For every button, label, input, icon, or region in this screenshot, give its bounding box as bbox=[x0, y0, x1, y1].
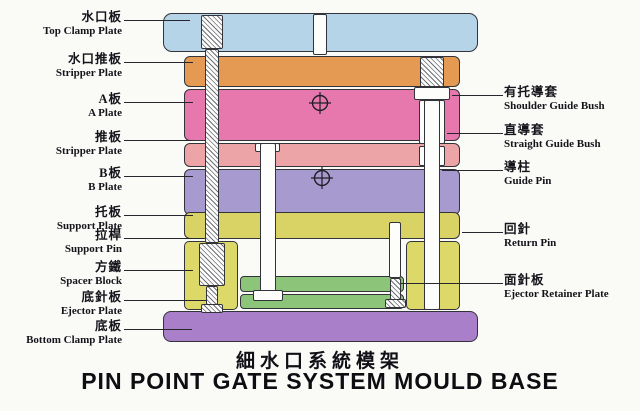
leader-b-plate bbox=[124, 176, 193, 178]
title-chinese: 細水口系統模架 bbox=[235, 351, 404, 372]
center-pin-shaft bbox=[260, 143, 276, 293]
leader-a-plate bbox=[124, 102, 193, 104]
label-support-pin: 拉桿 Support Pin bbox=[2, 228, 122, 256]
label-en: Bottom Clamp Plate bbox=[26, 334, 122, 346]
label-support-plate: 托板 Support Plate bbox=[2, 205, 122, 233]
label-cn: B板 bbox=[99, 166, 122, 180]
support-pin-bolt bbox=[206, 286, 218, 305]
leader-support-pin bbox=[124, 238, 204, 240]
label-cn: 水口推板 bbox=[67, 52, 122, 66]
label-en: Guide Pin bbox=[504, 175, 552, 187]
label-en: Top Clamp Plate bbox=[42, 25, 122, 37]
leader-guide-pin bbox=[442, 170, 503, 172]
label-cn: 面針板 bbox=[504, 273, 545, 287]
return-pin bbox=[389, 222, 401, 278]
label-cn: 方鐵 bbox=[94, 260, 122, 274]
support-pin-shaft bbox=[205, 49, 219, 243]
label-en: B Plate bbox=[88, 181, 122, 193]
label-cn: 底板 bbox=[94, 319, 122, 333]
label-guide-pin: 導柱 Guide Pin bbox=[504, 160, 638, 188]
leader-stripper-plate-mid bbox=[124, 140, 193, 142]
label-shoulder-guide-bush: 有托導套 Shoulder Guide Bush bbox=[504, 85, 638, 113]
plate-support bbox=[184, 212, 460, 239]
label-return-pin: 回針 Return Pin bbox=[504, 222, 638, 250]
plate-stripper-upper bbox=[184, 56, 460, 87]
label-en: Support Plate bbox=[56, 220, 122, 232]
leader-bottom-clamp-plate bbox=[124, 329, 192, 331]
label-b-plate: B板 B Plate bbox=[2, 166, 122, 194]
plate-stripper-mid bbox=[184, 143, 460, 167]
support-pin-head bbox=[201, 15, 223, 49]
label-cn: 導柱 bbox=[504, 160, 532, 174]
crosshair-icon bbox=[311, 167, 333, 189]
support-pin-foot bbox=[201, 304, 223, 313]
leader-ejector-retainer-plate bbox=[401, 283, 503, 285]
label-en: Shoulder Guide Bush bbox=[504, 100, 605, 112]
plate-bottom-clamp bbox=[163, 311, 478, 342]
label-en: Support Pin bbox=[64, 243, 122, 255]
label-straight-guide-bush: 直導套 Straight Guide Bush bbox=[504, 123, 638, 151]
sprue-bush bbox=[313, 14, 327, 55]
label-en: Ejector Plate bbox=[60, 305, 122, 317]
leader-stripper-plate-upper bbox=[124, 62, 193, 64]
label-en: Stripper Plate bbox=[55, 145, 122, 157]
leader-return-pin bbox=[462, 232, 503, 234]
center-pin-foot bbox=[253, 290, 283, 301]
leader-support-plate bbox=[124, 215, 193, 217]
leader-top-clamp-plate bbox=[124, 20, 190, 22]
leader-shoulder-guide-bush bbox=[452, 95, 503, 97]
label-en: Return Pin bbox=[504, 237, 557, 249]
leader-ejector-plate bbox=[124, 300, 206, 302]
label-cn: 推板 bbox=[94, 130, 122, 144]
label-cn: 拉桿 bbox=[94, 228, 122, 242]
label-cn: 水口板 bbox=[81, 10, 122, 24]
label-spacer-block: 方鐵 Spacer Block bbox=[2, 260, 122, 288]
label-en: Ejector Retainer Plate bbox=[504, 288, 609, 300]
label-ejector-retainer-plate: 面針板 Ejector Retainer Plate bbox=[504, 273, 638, 301]
support-pin-body bbox=[199, 243, 225, 286]
label-cn: 底針板 bbox=[81, 290, 122, 304]
label-bottom-clamp-plate: 底板 Bottom Clamp Plate bbox=[2, 319, 122, 347]
retainer-bolt-head bbox=[385, 299, 406, 308]
label-a-plate: A板 A Plate bbox=[2, 92, 122, 120]
label-cn: 有托導套 bbox=[504, 85, 559, 99]
label-en: A Plate bbox=[88, 107, 122, 119]
label-cn: 托板 bbox=[94, 205, 122, 219]
retainer-bolt-shaft bbox=[390, 278, 401, 300]
guide-pin bbox=[424, 100, 440, 310]
guide-pin-top-section bbox=[420, 57, 444, 87]
leader-spacer-block bbox=[124, 270, 193, 272]
label-stripper-plate-mid: 推板 Stripper Plate bbox=[2, 130, 122, 158]
label-en: Straight Guide Bush bbox=[504, 138, 601, 150]
label-cn: 回針 bbox=[504, 222, 532, 236]
leader-straight-guide-bush bbox=[447, 133, 503, 135]
shoulder-guide-bush-flange bbox=[414, 87, 450, 100]
label-top-clamp-plate: 水口板 Top Clamp Plate bbox=[2, 10, 122, 38]
label-ejector-plate: 底針板 Ejector Plate bbox=[2, 290, 122, 318]
label-cn: A板 bbox=[98, 92, 122, 106]
crosshair-icon bbox=[309, 92, 331, 114]
label-cn: 直導套 bbox=[504, 123, 545, 137]
label-en: Stripper Plate bbox=[55, 67, 122, 79]
label-en: Spacer Block bbox=[60, 275, 122, 287]
label-stripper-plate-upper: 水口推板 Stripper Plate bbox=[2, 52, 122, 80]
title-english: PIN POINT GATE SYSTEM MOULD BASE bbox=[81, 368, 559, 394]
